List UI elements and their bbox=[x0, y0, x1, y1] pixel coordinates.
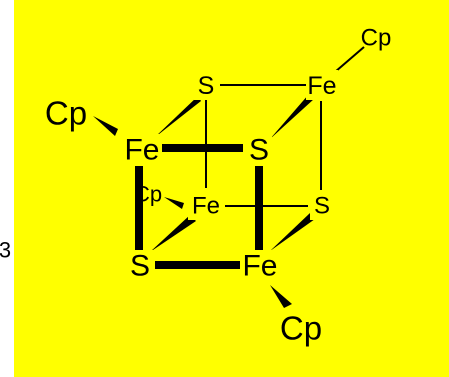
atom-fe-front-bottom-right: Fe bbox=[242, 250, 277, 283]
atom-s-front-bottom-left: S bbox=[130, 250, 150, 283]
atom-fe-front-top-left: Fe bbox=[124, 134, 159, 167]
halo-fe-front-top-left bbox=[122, 134, 162, 166]
ligand-cp-left: Cp bbox=[45, 95, 87, 132]
left-edge-fragment: 3 bbox=[0, 238, 11, 263]
halo-s-front-top-right bbox=[246, 134, 272, 166]
ligand-cp-inner: Cp bbox=[134, 182, 162, 207]
atom-s-back-top-left: S bbox=[198, 72, 215, 100]
wedge-s-fe-lower-left bbox=[150, 215, 196, 252]
halo-fe-top-right bbox=[306, 70, 338, 100]
atom-s-back-bottom-right: S bbox=[314, 193, 330, 220]
halo-s-front-bottom-left bbox=[127, 250, 153, 282]
yellow-background bbox=[14, 0, 449, 377]
wedge-cp-fe-left bbox=[93, 116, 118, 136]
atom-s-front-top-right: S bbox=[249, 134, 269, 167]
ligand-cp-top-right: Cp bbox=[361, 25, 392, 52]
ligand-cp-bottom: Cp bbox=[280, 310, 322, 347]
wedge-cp-fe-inner bbox=[164, 197, 184, 209]
halo-fe-back-bottom-left bbox=[188, 192, 224, 220]
wedge-fe-cp-bottom bbox=[270, 285, 292, 308]
atom-fe-back-bottom-left: Fe bbox=[192, 193, 220, 220]
halo-s-back-bottom-right bbox=[310, 192, 334, 220]
halo-fe-front-bottom-right bbox=[240, 250, 280, 282]
wedge-fe-s-top-left bbox=[154, 96, 201, 138]
atom-fe-top-right: Fe bbox=[307, 72, 336, 100]
wedge-fe-s-lower-right bbox=[270, 213, 315, 251]
halo-s-back-top-left bbox=[194, 72, 218, 100]
wedge-fe-s-top-right bbox=[270, 94, 314, 139]
